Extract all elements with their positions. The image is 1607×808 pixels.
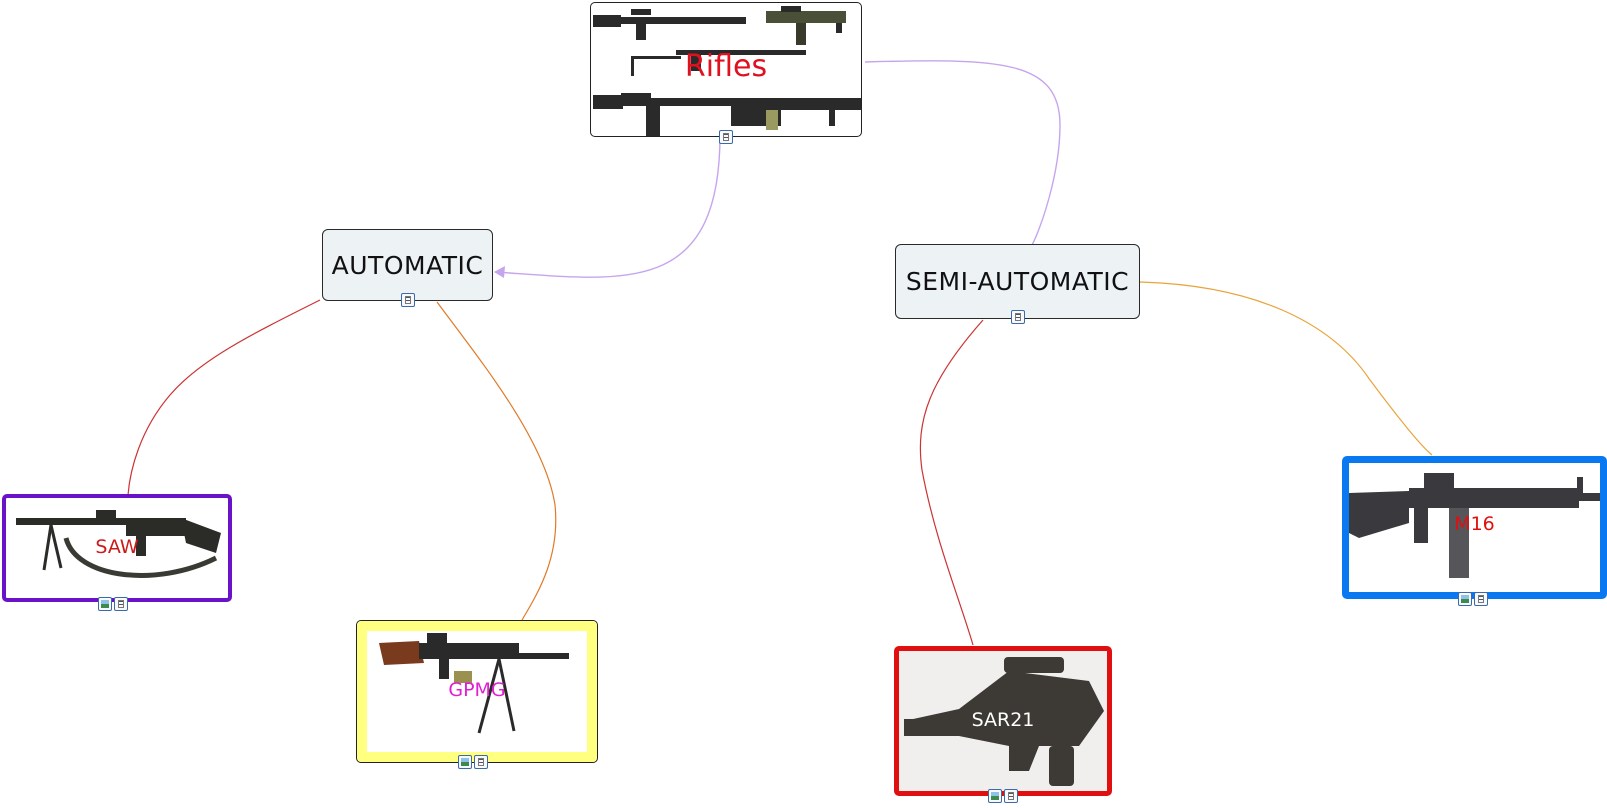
root-node-label: Rifles [684,49,768,84]
note-icon[interactable] [1011,310,1025,324]
topic-semi-automatic[interactable]: SEMI-AUTOMATIC [895,244,1140,319]
leaf-node-gpmg[interactable]: GPMG [356,620,598,763]
leaf-node-m16-icons [1458,592,1488,606]
note-icon[interactable] [719,130,733,144]
topic-automatic-label: AUTOMATIC [331,250,484,280]
topic-automatic[interactable]: AUTOMATIC [322,229,493,301]
rifle-collage-image [593,6,861,136]
connector-automatic-saw [127,299,321,496]
topic-semi-automatic-icons [1011,310,1025,324]
note-icon[interactable] [1474,592,1488,606]
m16-image [1349,473,1600,578]
connector-root-automatic [494,134,721,278]
image-icon[interactable] [1458,592,1472,606]
image-icon[interactable] [988,789,1002,803]
note-icon[interactable] [114,597,128,611]
gpmg-image [379,633,569,734]
image-icon[interactable] [458,755,472,769]
leaf-node-gpmg-icons [458,755,488,769]
leaf-node-sar21-icons [988,789,1018,803]
leaf-node-m16[interactable]: M16 [1342,456,1607,599]
leaf-node-saw[interactable]: SAW [2,494,232,602]
saw-image [16,510,221,578]
leaf-node-m16-label: M16 [1454,513,1495,535]
root-node-rifles[interactable]: Rifles [590,2,862,137]
connector-automatic-gpmg [436,301,557,621]
leaf-node-sar21-label: SAR21 [971,709,1035,731]
note-icon[interactable] [474,755,488,769]
root-node-icons [719,130,733,144]
topic-automatic-icons [401,293,415,307]
sar21-image [899,651,1107,791]
note-icon[interactable] [1004,789,1018,803]
connector-arrowhead [494,266,505,278]
leaf-node-gpmg-label: GPMG [448,679,506,701]
leaf-node-saw-label: SAW [95,536,139,558]
connector-root-semi [864,60,1061,246]
note-icon[interactable] [401,293,415,307]
image-icon[interactable] [98,597,112,611]
topic-semi-automatic-label: SEMI-AUTOMATIC [905,267,1130,296]
leaf-node-sar21[interactable]: SAR21 [894,646,1112,796]
connector-semi-sar21 [919,319,984,646]
leaf-node-saw-icons [98,597,128,611]
connector-semi-m16 [1139,281,1433,456]
